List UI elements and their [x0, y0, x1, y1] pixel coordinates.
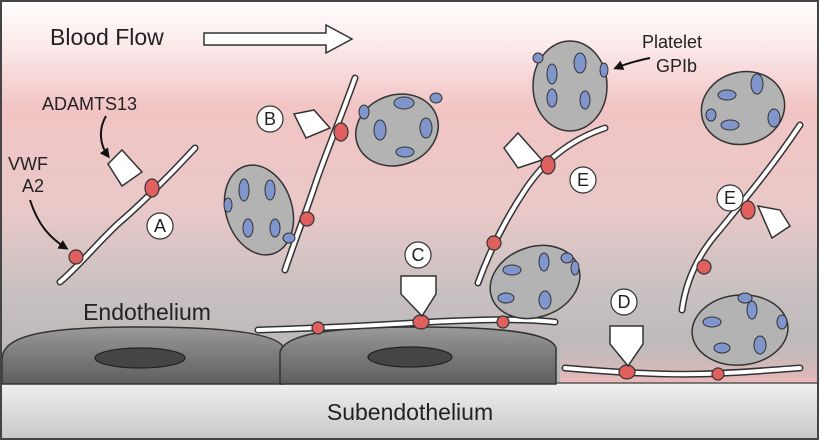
site-e-badge	[716, 184, 744, 212]
a2-domain	[311, 321, 325, 335]
nucleus-left	[94, 347, 186, 369]
a2-domain	[486, 235, 502, 251]
adamts13-pointer-arrow	[99, 115, 110, 159]
a2-domain-unfolding	[412, 314, 430, 330]
a2-domain-unfolding	[740, 200, 756, 220]
platelet	[691, 292, 789, 366]
site-c-badge	[404, 241, 432, 269]
site-e-badge	[569, 166, 597, 194]
subendothelium-layer	[0, 382, 819, 440]
platelet	[223, 164, 296, 256]
site-c-label: C	[412, 245, 425, 265]
site-b-label: B	[264, 109, 276, 129]
platelet	[489, 244, 581, 320]
platelet	[700, 70, 786, 146]
blood-flow-arrow-icon	[203, 23, 354, 55]
site-e-label: E	[724, 188, 736, 208]
adamts13-enzyme	[756, 205, 792, 240]
vwf-strand-e-middle: E	[474, 40, 609, 320]
site-b-badge	[256, 105, 284, 133]
a2-label: A2	[22, 176, 44, 196]
a2-domain-unfolding	[618, 364, 636, 380]
gpib-label: GPIb	[656, 56, 697, 76]
vwf-label: VWF	[8, 154, 48, 174]
platelet-pointer-arrow	[613, 57, 651, 70]
platelet-label: Platelet	[642, 32, 702, 52]
vwf-strand-e-right: E	[678, 70, 804, 366]
vwf-a2-pointer-arrow	[29, 199, 69, 250]
a2-domain	[711, 367, 725, 381]
subendothelium-label: Subendothelium	[327, 399, 493, 425]
adamts13-enzyme	[503, 131, 544, 169]
vwf-strand-a: A	[56, 144, 199, 286]
vwf-strand-b: B	[223, 74, 443, 274]
site-e-label: E	[577, 170, 589, 190]
vwf-strand-c: C	[254, 241, 559, 335]
endothelial-cell-right	[279, 326, 557, 385]
site-a-label: A	[154, 216, 166, 236]
platelet	[532, 40, 609, 132]
a2-domain-unfolding	[144, 178, 160, 198]
endothelial-cell-left	[1, 326, 285, 385]
adamts13-label: ADAMTS13	[42, 94, 137, 114]
adamts13-enzyme	[292, 109, 332, 139]
adamts13-enzyme	[107, 148, 144, 188]
gpib-receptor	[282, 232, 296, 244]
endothelium-label: Endothelium	[83, 299, 211, 325]
blood-flow-label: Blood Flow	[50, 24, 164, 50]
a2-domain	[299, 211, 315, 227]
a2-domain	[68, 249, 84, 265]
platelet	[355, 92, 443, 167]
adamts13-enzyme	[609, 325, 644, 368]
nucleus-right	[367, 346, 453, 368]
a2-domain-unfolding	[540, 155, 556, 175]
a2-domain	[696, 259, 712, 275]
site-d-badge	[610, 288, 638, 316]
site-a-badge	[146, 212, 174, 240]
adamts13-enzyme	[400, 275, 437, 318]
a2-domain	[496, 315, 510, 329]
site-d-label: D	[618, 292, 631, 312]
vwf-strand-d: D	[561, 288, 804, 381]
a2-domain-unfolding	[333, 122, 349, 142]
